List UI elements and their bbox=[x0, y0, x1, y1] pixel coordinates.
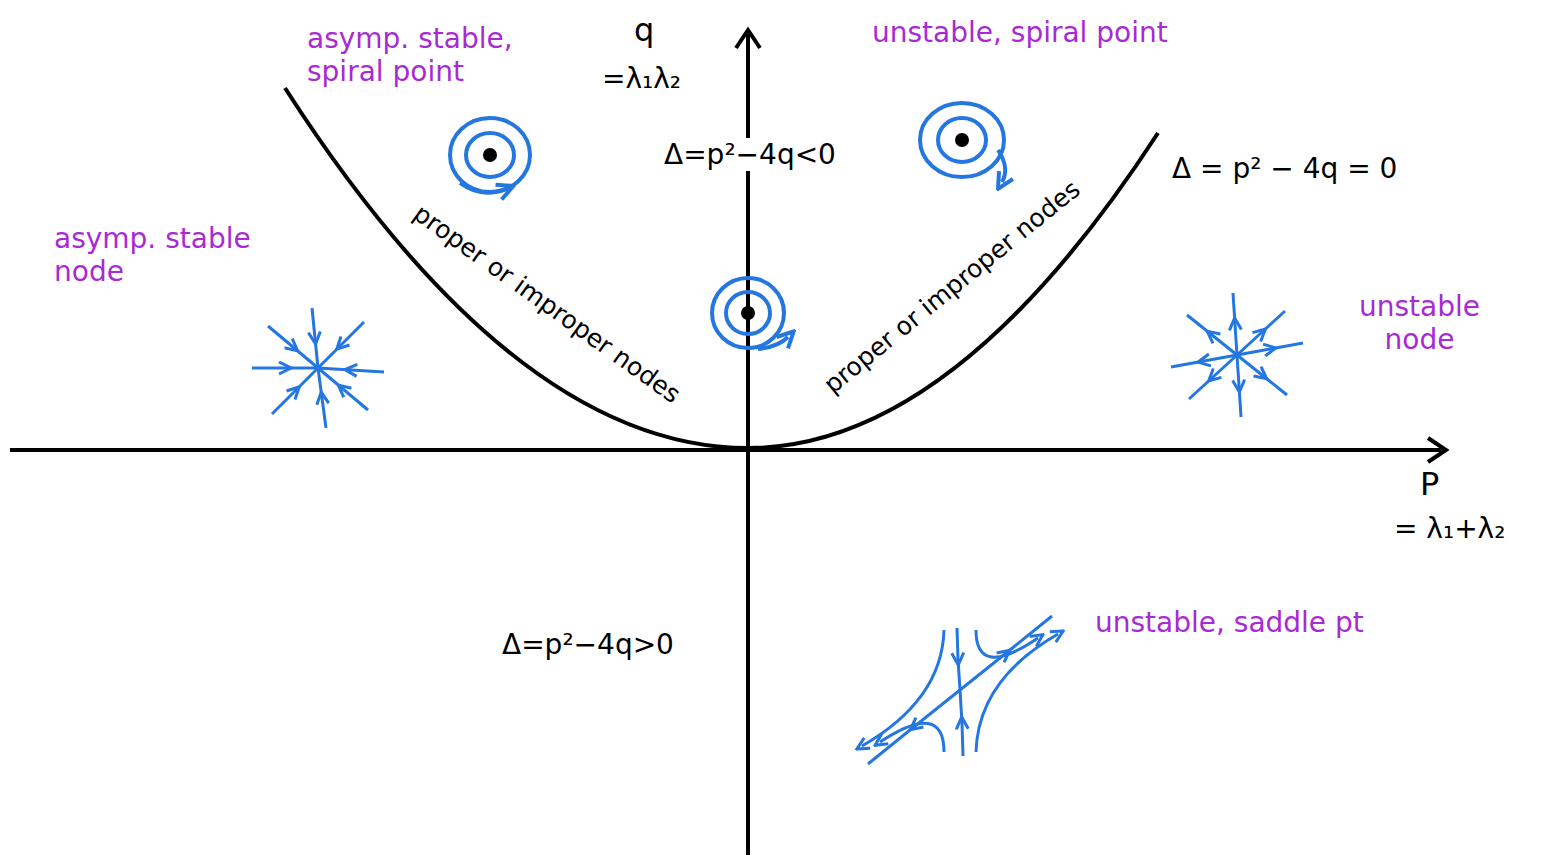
axis-arrowhead bbox=[736, 30, 760, 48]
curve-label: proper or improper nodes bbox=[406, 197, 687, 410]
unstable-manifold bbox=[960, 616, 1052, 690]
trajectory bbox=[1189, 355, 1237, 399]
spiral-icon bbox=[450, 118, 530, 193]
region-label: unstable node bbox=[1325, 290, 1514, 356]
spiral-ring bbox=[466, 133, 514, 177]
spiral-icon bbox=[712, 278, 788, 349]
stable-manifold bbox=[960, 690, 963, 756]
trajectory bbox=[272, 368, 318, 414]
region-label: asymp. stable node bbox=[52, 222, 291, 288]
trajectory bbox=[318, 368, 326, 428]
trajectory bbox=[1237, 311, 1285, 355]
spiral-ring bbox=[726, 292, 770, 334]
spiral-arrow bbox=[998, 150, 1005, 182]
spiral-ring bbox=[920, 103, 1004, 177]
stable-manifold bbox=[957, 628, 960, 690]
region-label: unstable, saddle pt bbox=[1093, 606, 1366, 639]
equilibrium-dot bbox=[955, 133, 969, 147]
spiral-ring bbox=[938, 118, 986, 162]
unstable-manifold bbox=[868, 690, 960, 764]
equilibrium-dot bbox=[741, 306, 755, 320]
spiral-ring bbox=[712, 278, 784, 348]
trajectory bbox=[1187, 315, 1237, 355]
spiral-arrow bbox=[758, 337, 788, 349]
trajectory bbox=[312, 308, 318, 368]
region-label: asymp. stable, spiral point bbox=[305, 22, 574, 88]
trajectory bbox=[1233, 293, 1237, 355]
trajectory bbox=[268, 326, 318, 368]
spiral-ring bbox=[450, 118, 530, 192]
equilibrium-dot bbox=[483, 148, 497, 162]
curve-label: proper or improper nodes bbox=[817, 173, 1088, 401]
spiral-icon bbox=[920, 103, 1005, 182]
trajectory bbox=[1237, 355, 1241, 417]
axis-arrowhead bbox=[1428, 438, 1446, 462]
saddle-icon bbox=[862, 616, 1058, 764]
unstable-node-icon bbox=[1171, 293, 1303, 417]
hyperbolic-trajectory bbox=[862, 630, 944, 746]
axis-label: = λ₁+λ₂ bbox=[1392, 512, 1507, 545]
stable-node-icon bbox=[252, 308, 384, 428]
trajectory bbox=[1237, 355, 1287, 395]
discriminant-condition: Δ=p²−4q>0 bbox=[500, 628, 676, 661]
trajectory bbox=[318, 368, 384, 372]
discriminant-condition: Δ=p²−4q<0 bbox=[662, 138, 838, 171]
trajectory bbox=[318, 322, 364, 368]
discriminant-condition: Δ = p² − 4q = 0 bbox=[1170, 152, 1399, 185]
discriminant-parabola bbox=[285, 88, 1158, 448]
axis-label: =λ₁λ₂ bbox=[600, 62, 683, 95]
spiral-arrow bbox=[460, 183, 506, 193]
hyperbolic-trajectory bbox=[976, 634, 1058, 752]
region-label: unstable, spiral point bbox=[870, 16, 1170, 49]
trajectory bbox=[252, 367, 318, 370]
trajectory bbox=[318, 368, 368, 410]
axis-label: P bbox=[1418, 466, 1441, 504]
axis-label: q bbox=[632, 12, 656, 50]
